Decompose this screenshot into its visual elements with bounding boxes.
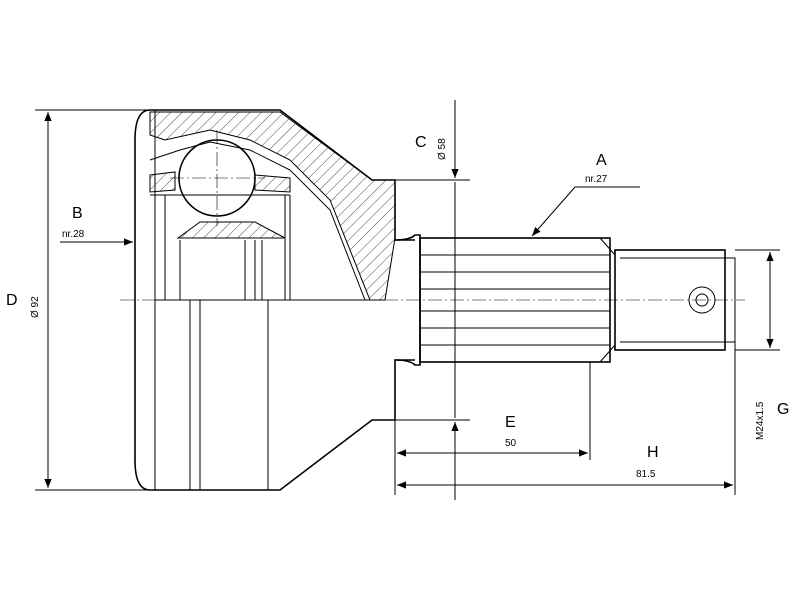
label-e-letter: E — [505, 414, 516, 431]
label-g-letter: G — [777, 401, 789, 418]
dimension-d — [35, 109, 150, 491]
dimension-g — [735, 249, 780, 351]
label-c-letter: C — [415, 134, 427, 151]
dimension-e — [394, 362, 591, 495]
label-b-value: nr.28 — [62, 229, 85, 240]
label-e-value: 50 — [505, 438, 517, 449]
label-d-letter: D — [6, 292, 18, 309]
dimension-a — [531, 186, 640, 237]
label-a-letter: A — [596, 152, 607, 169]
label-g-value: M24x1.5 — [755, 401, 766, 440]
label-a-value: nr.27 — [585, 174, 608, 185]
housing-section-hatch — [149, 111, 396, 301]
label-d-value: Ø 92 — [30, 296, 41, 318]
ball — [170, 130, 265, 226]
label-b-letter: B — [72, 205, 83, 222]
label-c-value: Ø 58 — [437, 138, 448, 160]
dimension-c — [395, 100, 470, 500]
label-h-value: 81.5 — [636, 469, 656, 480]
label-h-letter: H — [647, 444, 659, 461]
dimension-h — [397, 342, 736, 495]
